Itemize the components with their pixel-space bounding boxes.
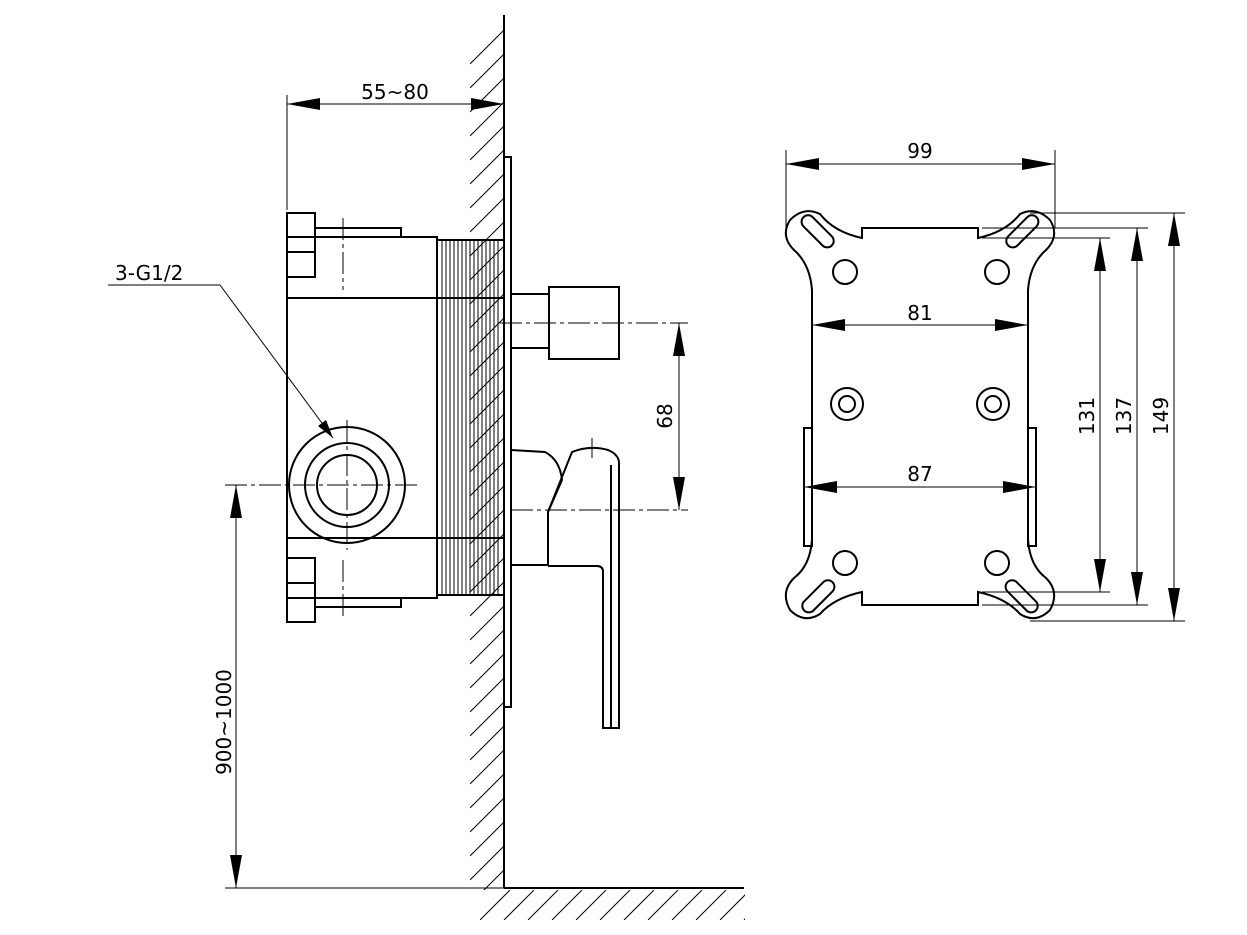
height-label: 900~1000 xyxy=(212,669,236,775)
lever-handle xyxy=(510,438,688,729)
side-view: 3-G1/2 55~80 900~1000 68 xyxy=(108,15,745,920)
outlet-fitting xyxy=(500,286,688,360)
inlet-port xyxy=(225,420,420,550)
mounting-plate xyxy=(784,210,1056,620)
width-dimension-81: 81 xyxy=(812,301,1028,331)
spacing-dimension: 68 xyxy=(653,323,685,510)
height-dimension-137: 137 xyxy=(1112,228,1143,605)
cover-plate xyxy=(503,156,512,708)
depth-dimension: 55~80 xyxy=(286,80,504,210)
valve-body xyxy=(286,236,504,599)
thread-label: 3-G1/2 xyxy=(115,261,183,285)
height-dimension: 900~1000 xyxy=(212,485,504,889)
mounting-tab-bottom xyxy=(286,557,402,623)
width-dimension-87: 87 xyxy=(804,462,1036,493)
width-87-label: 87 xyxy=(907,462,932,486)
h137-label: 137 xyxy=(1112,397,1136,435)
mounting-holes xyxy=(830,259,1010,576)
height-dimension-149: 149 xyxy=(1149,213,1180,621)
floor xyxy=(480,887,745,920)
h149-label: 149 xyxy=(1149,397,1173,435)
h131-label: 131 xyxy=(1075,397,1099,435)
width-81-label: 81 xyxy=(907,301,932,325)
width-dimension-99: 99 xyxy=(785,139,1056,228)
front-view: 99 81 87 131 xyxy=(784,139,1185,622)
thread-callout: 3-G1/2 xyxy=(108,261,334,439)
height-dimension-131: 131 xyxy=(1075,238,1106,592)
spacing-label: 68 xyxy=(653,403,677,428)
depth-label: 55~80 xyxy=(361,80,429,104)
width-99-label: 99 xyxy=(907,139,932,163)
wall xyxy=(470,15,505,890)
mounting-tab-top xyxy=(286,212,402,278)
